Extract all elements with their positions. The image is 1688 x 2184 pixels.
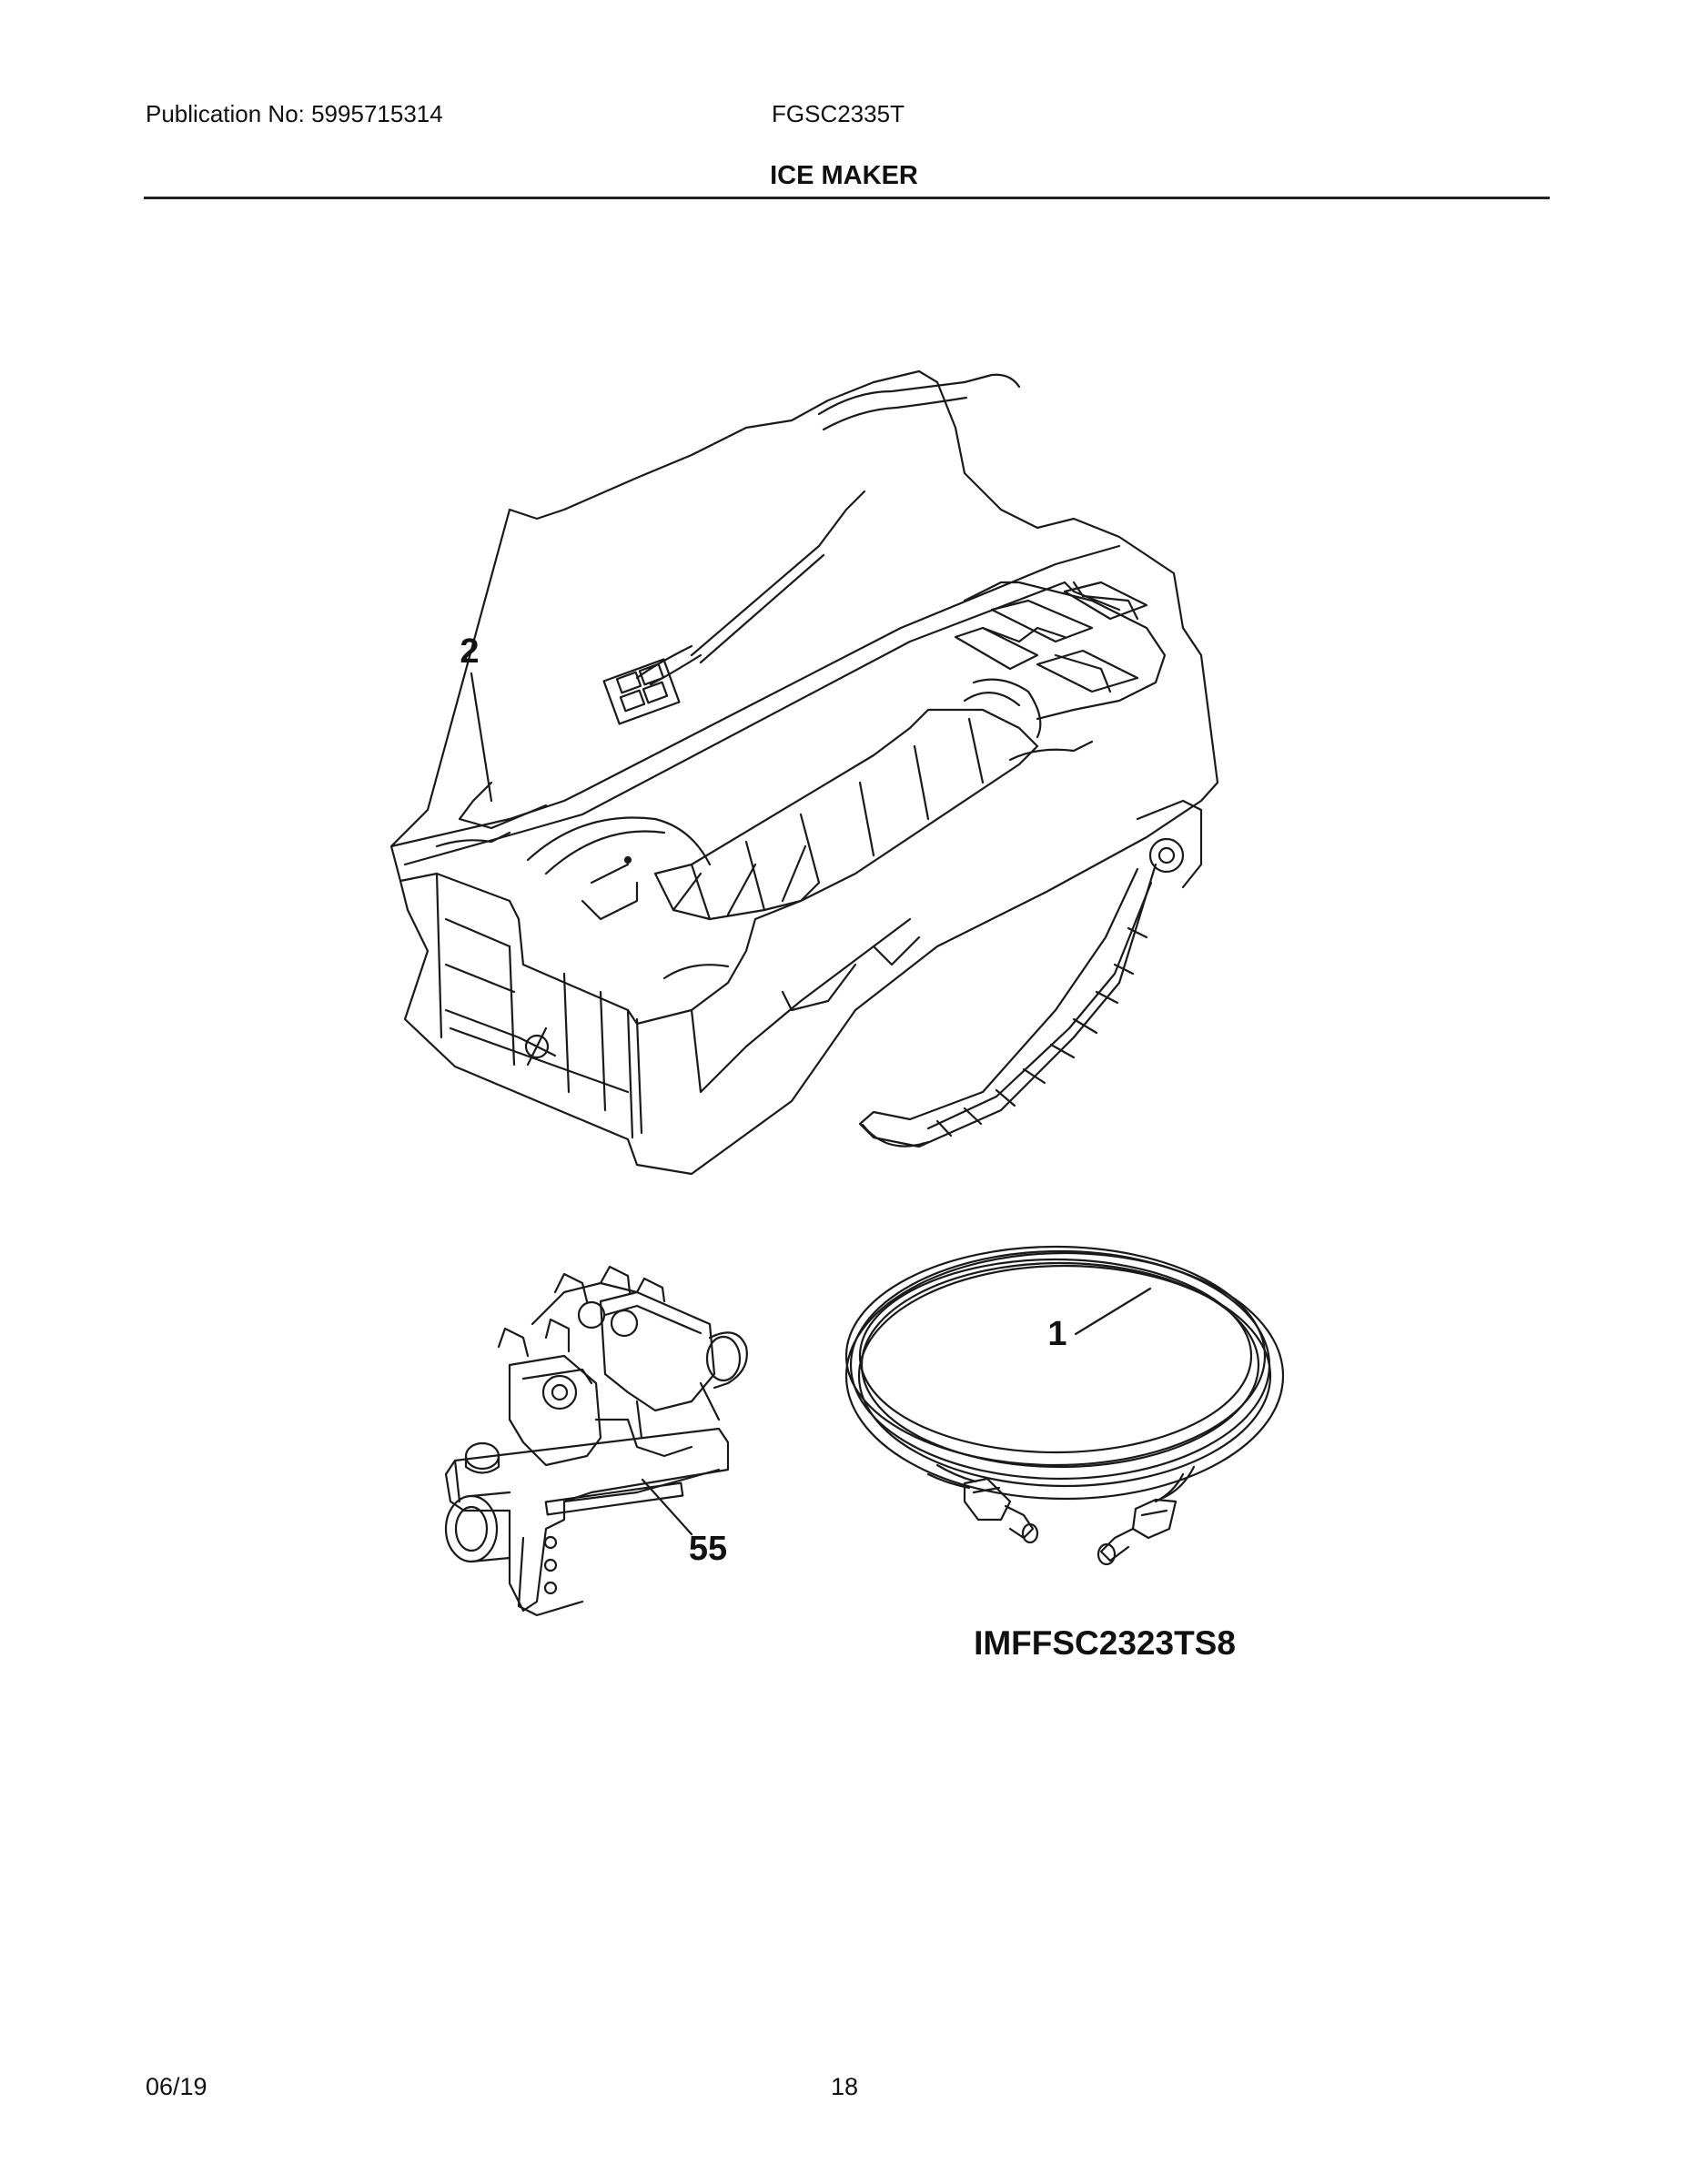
leader-line-1 — [1074, 1287, 1152, 1336]
model-number: FGSC2335T — [772, 100, 905, 127]
page-title: ICE MAKER — [770, 161, 918, 190]
water-tube-drawing — [844, 1245, 1285, 1566]
kit-code-label: IMFFSC2323TS8 — [974, 1624, 1236, 1662]
callout-55: 55 — [689, 1530, 727, 1568]
page-number: 18 — [831, 2073, 859, 2100]
publication-date: 06/19 — [146, 2073, 207, 2100]
leader-line-2 — [470, 672, 493, 803]
water-valve-drawing — [444, 1265, 748, 1617]
ice-maker-drawing — [389, 369, 1219, 1176]
header-divider — [144, 197, 1550, 199]
publication-number: Publication No: 5995715314 — [146, 100, 443, 127]
callout-1: 1 — [1047, 1315, 1066, 1353]
leader-line-55 — [641, 1478, 693, 1536]
callout-2: 2 — [460, 632, 479, 671]
